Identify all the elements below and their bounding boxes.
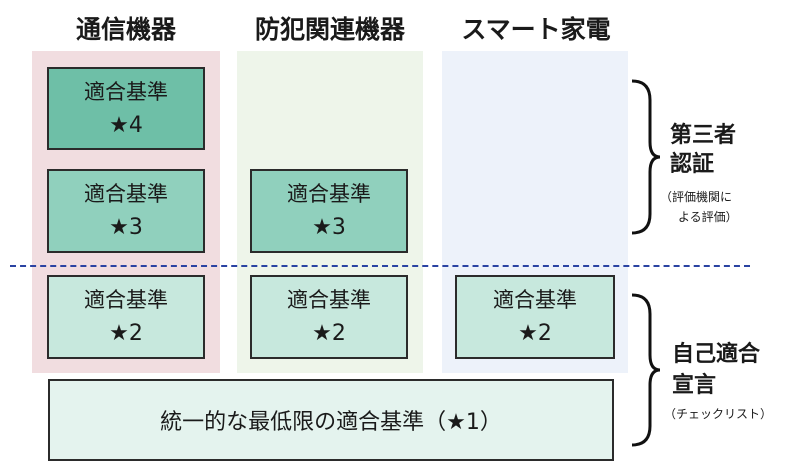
- box-level: ★2: [312, 321, 346, 346]
- third-party-cert-title: 第三者: [670, 123, 737, 148]
- box-level: ★3: [109, 215, 143, 240]
- telecom-level-4-box: 適合基準 ★4: [47, 67, 205, 150]
- certification-divider-line: [10, 265, 750, 267]
- upper-brace-icon: [631, 79, 661, 235]
- telecom-level-3-box: 適合基準 ★3: [47, 169, 205, 253]
- security-level-3-box: 適合基準 ★3: [250, 169, 408, 253]
- security-level-2-box: 適合基準 ★2: [250, 275, 408, 359]
- smart-appliance-level-2-box: 適合基準 ★2: [455, 275, 615, 359]
- box-label: 適合基準: [287, 182, 371, 206]
- box-level: ★2: [109, 321, 143, 346]
- telecom-level-2-box: 適合基準 ★2: [47, 275, 205, 359]
- box-label: 適合基準: [84, 79, 168, 104]
- self-declaration-note: （チェックリスト）: [664, 407, 773, 421]
- third-party-cert-title-line2: 認証: [670, 152, 715, 177]
- self-declaration-title-line2: 宣言: [672, 373, 717, 398]
- column-header-smart-appliance: スマート家電: [461, 15, 611, 44]
- base-box-label: 統一的な最低限の適合基準（★1）: [160, 410, 502, 435]
- third-party-cert-note-line2: よる評価）: [678, 210, 738, 224]
- self-declaration-title: 自己適合: [672, 342, 761, 367]
- column-header-security: 防犯関連機器: [254, 15, 405, 44]
- box-label: 適合基準: [287, 288, 371, 312]
- third-party-cert-note: （評価機関に: [660, 190, 733, 204]
- column-header-telecom: 通信機器: [75, 15, 176, 44]
- box-label: 適合基準: [84, 182, 168, 206]
- box-label: 適合基準: [84, 288, 168, 312]
- box-level: ★4: [109, 112, 143, 138]
- box-level: ★2: [518, 321, 552, 346]
- lower-brace-icon: [631, 293, 661, 447]
- box-level: ★3: [312, 215, 346, 240]
- box-label: 適合基準: [493, 288, 577, 312]
- unified-minimum-standard-box: 統一的な最低限の適合基準（★1）: [48, 379, 614, 461]
